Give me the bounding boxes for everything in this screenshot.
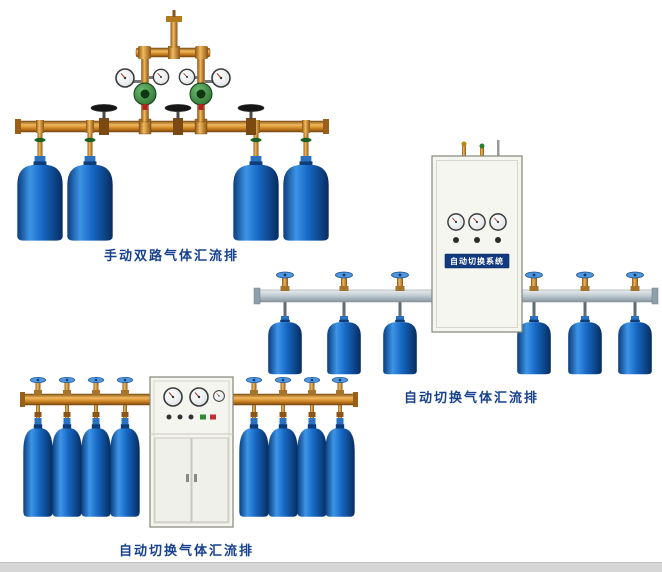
gas-cylinder [17,156,63,241]
gas-cylinder [239,418,269,517]
cabinet-door-right [191,437,229,523]
cabinet-gauge [163,387,183,407]
cabinet-knob [188,414,194,420]
gas-cylinder [268,316,302,375]
cabinet-knob [474,237,480,243]
control-cabinet [149,376,234,528]
product-caption: 手动双路气体汇流排 [104,249,240,264]
product-caption: 自动切换气体汇流排 [119,544,255,559]
gas-cylinder [110,418,140,517]
cabinet-gauge [468,213,486,231]
cabinet-knob [495,237,501,243]
cylinder-connections [34,128,312,158]
gas-cylinder [23,418,53,517]
gas-cylinder [383,316,417,375]
handwheel-valve [164,104,192,135]
cylinder-valves [276,271,644,291]
cabinet-gauge [213,390,225,402]
gas-cylinder [618,316,652,375]
cabinet-label-text: 自动切换系统 [450,256,504,266]
gas-cylinder [81,418,111,517]
cabinet-label-plate [444,253,510,269]
handwheel-valve [237,104,265,135]
header-pipe [135,10,211,59]
cabinet-knob [453,237,459,243]
gas-cylinder [297,418,327,517]
gas-cylinder [268,418,298,517]
cylinder-connections [34,405,344,419]
cabinet-knob [166,414,172,420]
pressure-gauge [178,68,196,86]
auto-switch-manifold-6-illustration: 自动切换系统 [253,140,659,375]
gas-cylinder [325,418,355,517]
cabinet-gauge [189,387,209,407]
pressure-gauge [211,68,231,88]
cylinder-connections [283,300,637,318]
pressure-gauge [115,68,135,88]
product-caption: 自动切换气体汇流排 [404,391,540,406]
manual-dual-manifold-illustration [15,10,329,241]
door-handle [194,474,197,482]
handwheel-valve [90,104,118,135]
footer-bar [0,562,662,572]
gas-cylinder [568,316,602,375]
gas-cylinder [327,316,361,375]
auto-switch-manifold-8-illustration [20,376,358,528]
pressure-gauges [115,68,231,88]
cylinder-valves [29,376,349,395]
cabinet-gauge [489,213,507,231]
indicator-light-red [210,414,216,420]
cabinet-gauge [447,213,465,231]
control-cabinet: 自动切换系统 [431,140,523,333]
cabinet-door-left [154,437,192,523]
door-handle [186,474,189,482]
pressure-gauge [152,68,170,86]
manifold-main-pipe [15,118,329,135]
pressure-regulator [189,82,213,110]
gas-cylinder [67,156,113,241]
gas-cylinder [52,418,82,517]
cabinet-knob [177,414,183,420]
pressure-regulator [133,82,157,110]
indicator-light-green [200,414,206,420]
